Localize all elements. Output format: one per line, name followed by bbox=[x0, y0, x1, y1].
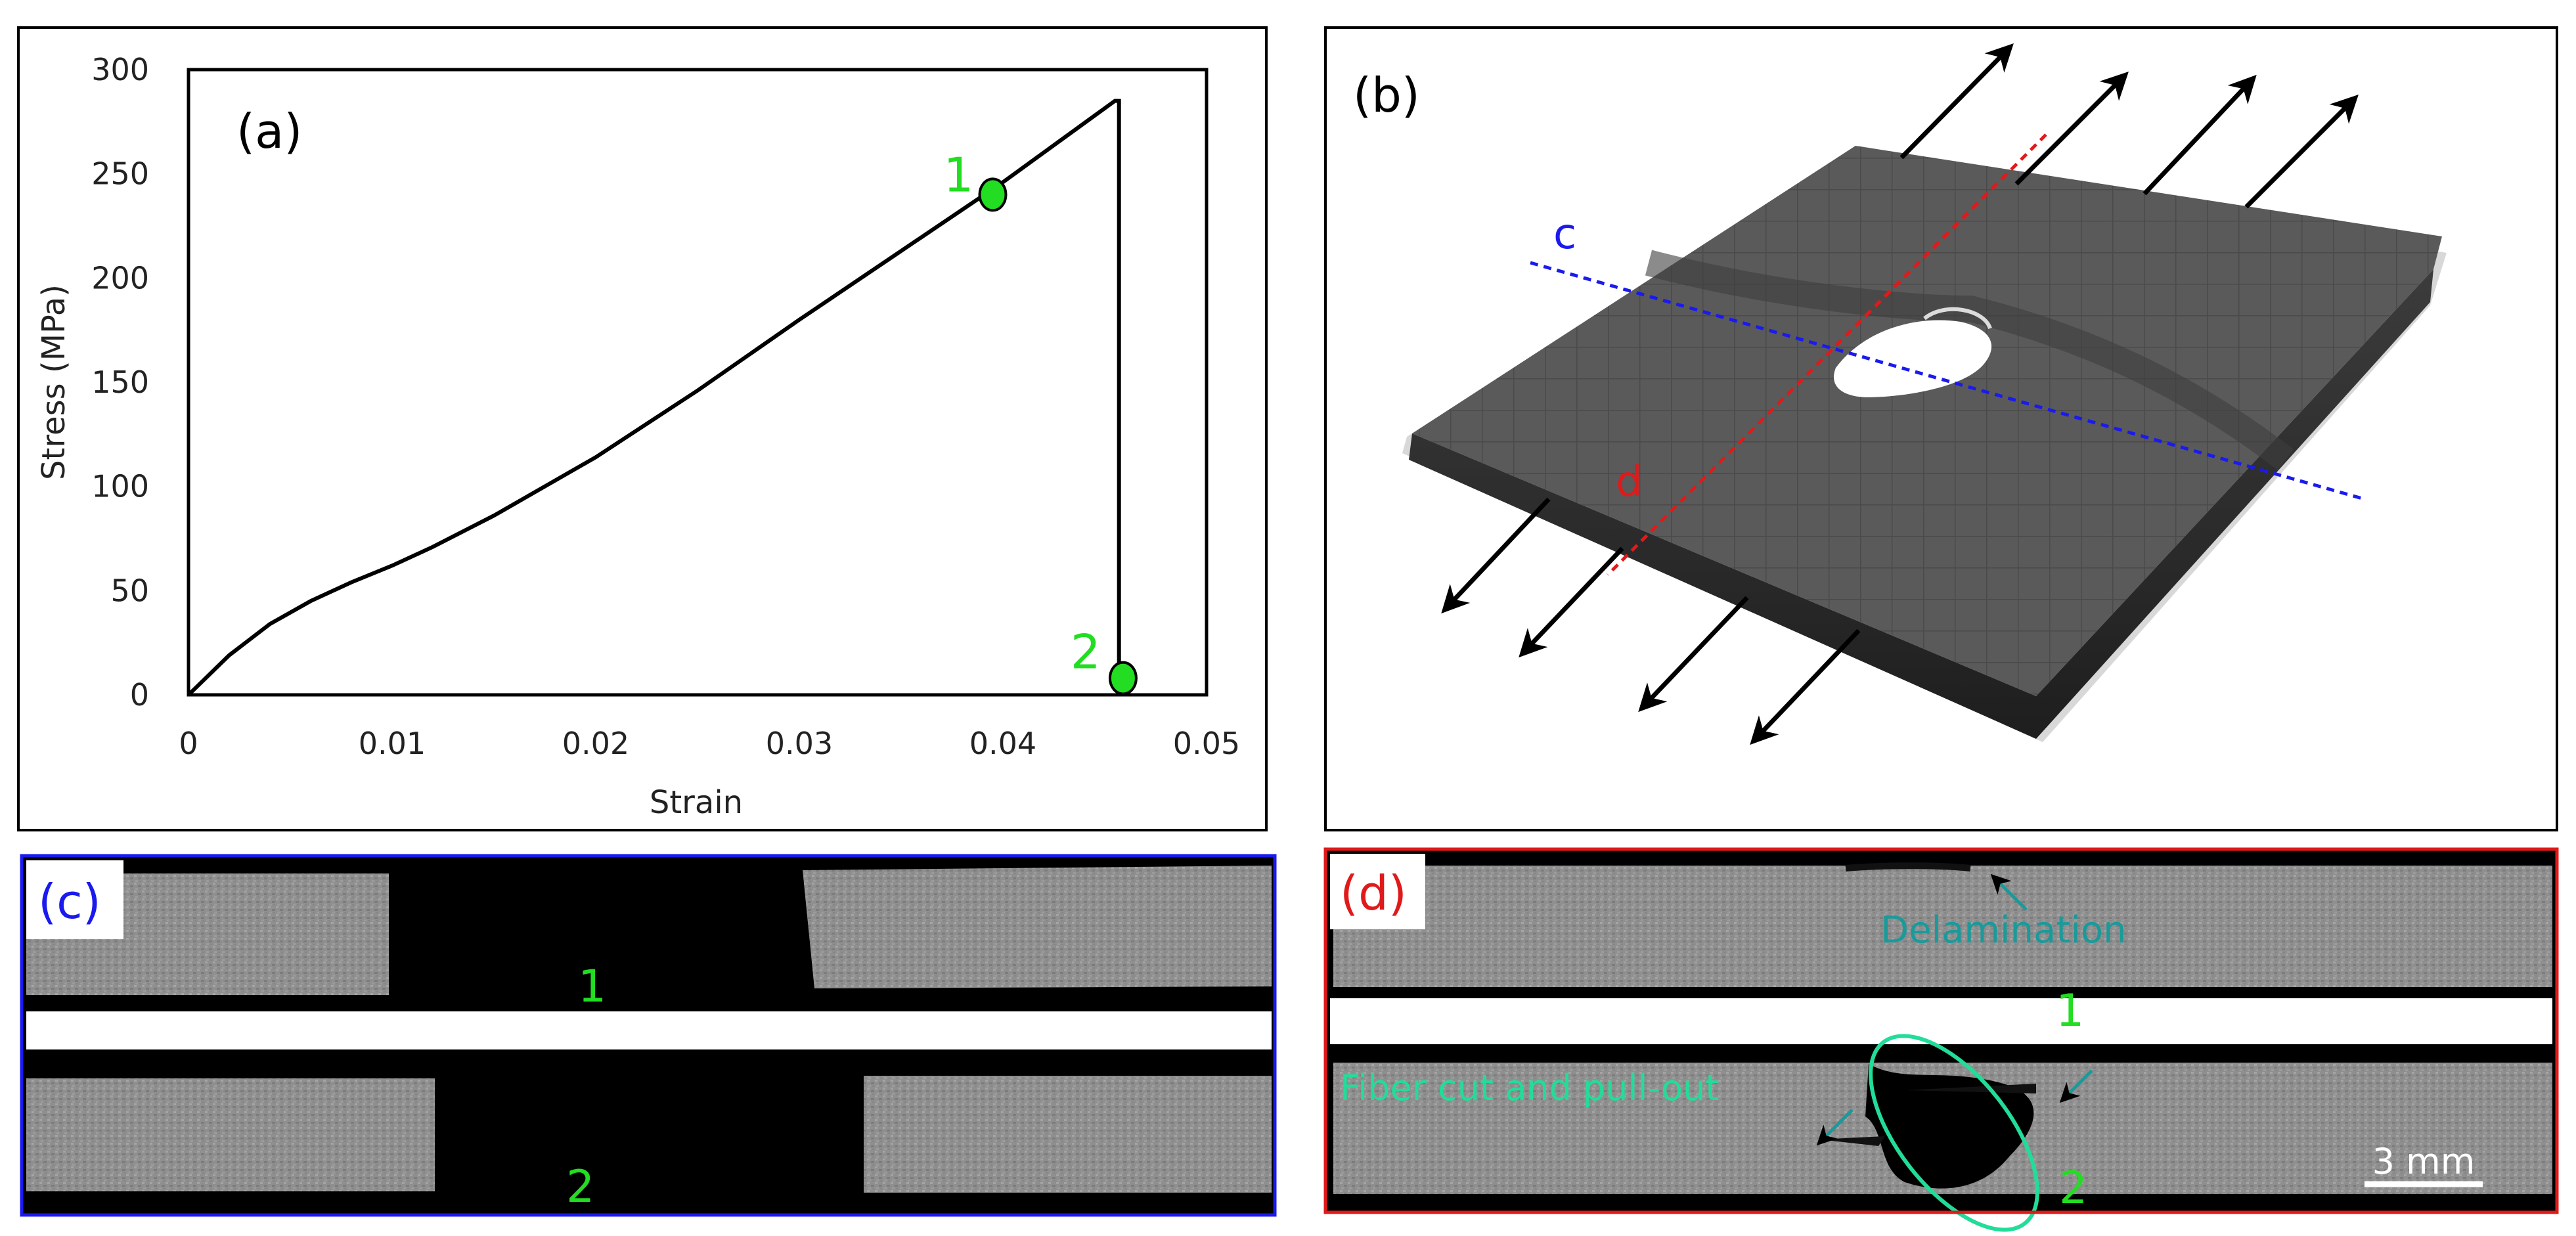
load-arrows-down bbox=[1441, 497, 1861, 745]
x-tick-label: 0.02 bbox=[562, 726, 629, 761]
section-line-d bbox=[1607, 133, 2047, 576]
slice-label-1: 1 bbox=[578, 961, 606, 1013]
section-line-c bbox=[1530, 261, 2365, 501]
panel-a: 0 50 100 150 200 250 300 0 0.01 0.02 0.03 0.04 0.05… bbox=[17, 26, 1268, 831]
curve-marker-1 bbox=[978, 177, 1008, 212]
delamination-crack bbox=[1845, 862, 1971, 872]
panel-d-label-box bbox=[1330, 854, 1425, 929]
y-tick-label: 200 bbox=[91, 260, 149, 296]
panel-d-frame bbox=[1323, 847, 2559, 1214]
x-tick-label: 0.04 bbox=[969, 726, 1036, 761]
load-arrow bbox=[1899, 43, 2014, 160]
panel-d-label: (d) bbox=[1340, 866, 1407, 921]
x-tick-labels: 0 0.01 0.02 0.03 0.04 0.05 bbox=[179, 726, 1240, 761]
panel-d: Delamination Fiber cut and pull-out 3 mm… bbox=[1323, 847, 2559, 1232]
x-tick-label: 0.03 bbox=[766, 726, 833, 761]
panel-b-label: (b) bbox=[1353, 68, 1420, 123]
y-tick-label: 0 bbox=[130, 677, 149, 713]
panel-c: (c) 1 2 bbox=[20, 854, 1277, 1217]
y-tick-label: 50 bbox=[110, 573, 149, 608]
specimen-fragment bbox=[26, 1078, 435, 1191]
specimen-slice bbox=[1333, 866, 2552, 987]
curve-markers: 12 bbox=[944, 147, 1138, 695]
annotation-delamination: Delamination bbox=[1880, 909, 2127, 952]
x-tick-label: 0.01 bbox=[359, 726, 426, 761]
specimen-side bbox=[1409, 269, 2433, 739]
x-axis-label: Strain bbox=[650, 784, 743, 821]
slice-separator bbox=[26, 1011, 1272, 1049]
damage-zone bbox=[1645, 250, 2294, 470]
section-label-d: d bbox=[1616, 458, 1643, 506]
stress-strain-curve bbox=[187, 99, 1121, 697]
scale-bar-label: 3 mm bbox=[2372, 1141, 2476, 1182]
curve-marker-2 bbox=[1108, 661, 1138, 695]
y-tick-label: 150 bbox=[91, 364, 149, 400]
section-label-c: c bbox=[1553, 210, 1576, 259]
specimen-fragment bbox=[864, 1076, 1272, 1193]
load-arrow bbox=[1519, 546, 1624, 658]
slice-label-2: 2 bbox=[566, 1161, 594, 1213]
panel-c-frame bbox=[20, 854, 1277, 1217]
load-arrow bbox=[1441, 497, 1551, 614]
y-tick-label: 100 bbox=[91, 469, 149, 504]
y-tick-label: 300 bbox=[91, 52, 149, 87]
panel-a-label: (a) bbox=[236, 104, 302, 159]
annotation-fiber-cut: Fiber cut and pull-out bbox=[1340, 1067, 1719, 1109]
fiber-pointer bbox=[1816, 1109, 1854, 1146]
plot-area bbox=[187, 68, 1209, 697]
fiber-pointer bbox=[2059, 1069, 2093, 1103]
panel-b: c d (b) bbox=[1324, 26, 2558, 831]
y-tick-label: 250 bbox=[91, 156, 149, 192]
slice-label-1: 1 bbox=[2056, 985, 2084, 1037]
x-tick-label: 0.05 bbox=[1173, 726, 1240, 761]
panel-c-label: (c) bbox=[38, 874, 101, 929]
slice-label-2: 2 bbox=[2059, 1162, 2087, 1214]
damage-ellipse bbox=[1869, 1034, 2039, 1232]
specimen-fragment bbox=[803, 866, 1272, 988]
load-arrow bbox=[1750, 629, 1861, 745]
load-arrow bbox=[2014, 72, 2129, 186]
load-arrows-up bbox=[1899, 43, 2359, 209]
specimen-top bbox=[1412, 146, 2442, 696]
hole bbox=[1834, 320, 1992, 397]
delamination-pointer bbox=[1990, 873, 2028, 911]
load-arrow bbox=[1638, 596, 1749, 713]
curve-marker-label: 1 bbox=[944, 147, 974, 202]
curve-marker-label: 2 bbox=[1071, 625, 1101, 680]
x-tick-label: 0 bbox=[179, 726, 198, 761]
fiber-damage bbox=[1865, 1064, 2034, 1189]
y-axis-label: Stress (MPa) bbox=[35, 284, 72, 480]
slice-separator bbox=[1330, 998, 2552, 1044]
y-tick-labels: 0 50 100 150 200 250 300 bbox=[91, 52, 149, 713]
load-arrow bbox=[2143, 74, 2257, 196]
panel-c-label-box bbox=[26, 860, 123, 939]
load-arrow bbox=[2244, 95, 2359, 209]
